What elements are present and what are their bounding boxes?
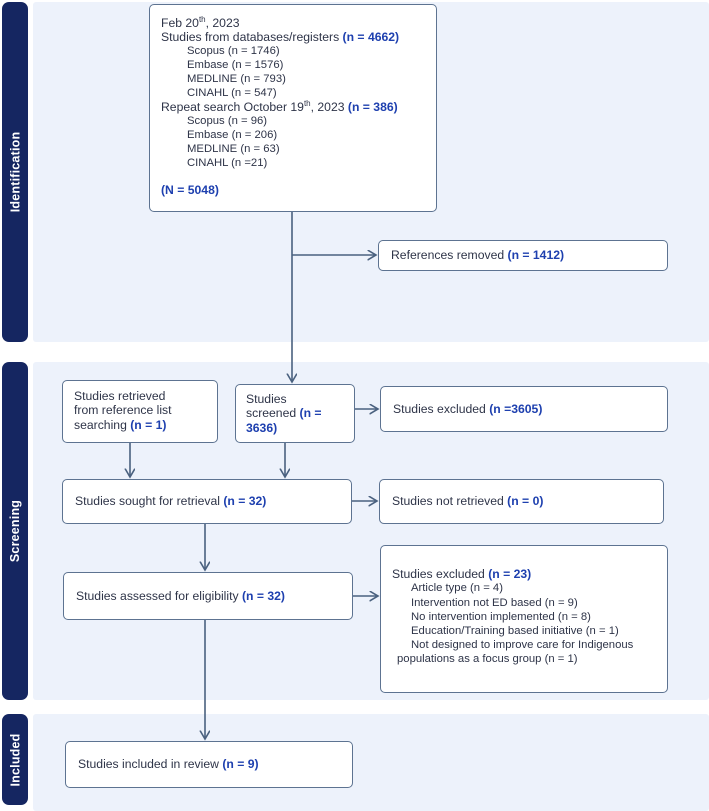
studies-sought-retrieval-text: Studies sought for retrieval (n = 32) [75,494,267,509]
studies-excluded-eligibility-heading: Studies excluded (n = 23) [392,567,532,581]
database-count-item: Embase (n = 1576) [187,58,284,71]
exclusion-reason: Not designed to improve care for Indigen… [397,639,634,666]
screening-stage-bar: Screening [2,362,28,700]
studies-included-box: Studies included in review (n = 9) [65,741,353,788]
included-stage-bar: Included [2,714,28,805]
studies-included-text: Studies included in review (n = 9) [78,757,259,772]
exclusion-reason: No intervention implemented (n = 8) [411,610,591,623]
studies-assessed-eligibility-text: Studies assessed for eligibility (n = 32… [76,588,285,603]
database-count-item: Scopus (n = 1746) [187,44,280,57]
identification-stage-label: Identification [8,131,23,213]
total-records-count: (N = 5048) [161,183,219,198]
included-stage-label: Included [8,733,22,786]
studies-sought-retrieval-box: Studies sought for retrieval (n = 32) [62,479,352,524]
references-removed-box: References removed (n = 1412) [378,240,668,271]
database-count-item: Embase (n = 206) [187,128,278,141]
screening-stage-label: Screening [8,499,22,563]
search-date-line: Feb 20th, 2023 [161,14,240,30]
studies-not-retrieved-text: Studies not retrieved (n = 0) [392,494,544,509]
exclusion-reason: Intervention not ED based (n = 9) [411,596,578,609]
studies-excluded-eligibility-box: Studies excluded (n = 23) Article type (… [380,545,668,693]
identification-stage-bar: Identification [2,2,28,342]
reference-list-retrieved-text: Studies retrieved from reference list se… [74,389,172,432]
studies-screened-box: Studies screened (n = 3636) [235,384,355,443]
database-search-box: Feb 20th, 2023 Studies from databases/re… [149,4,437,212]
reference-list-retrieved-box: Studies retrieved from reference list se… [62,380,218,443]
studies-assessed-eligibility-box: Studies assessed for eligibility (n = 32… [63,572,353,620]
studies-excluded-screening-text: Studies excluded (n =3605) [393,401,543,416]
exclusion-reason: Education/Training based initiative (n =… [411,625,619,638]
studies-screened-text: Studies screened (n = 3636) [246,392,322,435]
database-count-item: CINAHL (n =21) [187,156,268,169]
studies-not-retrieved-box: Studies not retrieved (n = 0) [379,479,664,524]
studies-excluded-screening-box: Studies excluded (n =3605) [380,386,668,432]
database-count-item: CINAHL (n = 547) [187,86,277,99]
database-count-item: Scopus (n = 96) [187,114,268,127]
database-count-item: MEDLINE (n = 63) [187,142,280,155]
exclusion-reason: Article type (n = 4) [411,582,503,595]
references-removed-text: References removed (n = 1412) [391,248,565,263]
database-count-item: MEDLINE (n = 793) [187,72,286,85]
repeat-search-line: Repeat search October 19th, 2023 (n = 38… [161,99,398,115]
databases-registers-line: Studies from databases/registers (n = 46… [161,30,400,45]
